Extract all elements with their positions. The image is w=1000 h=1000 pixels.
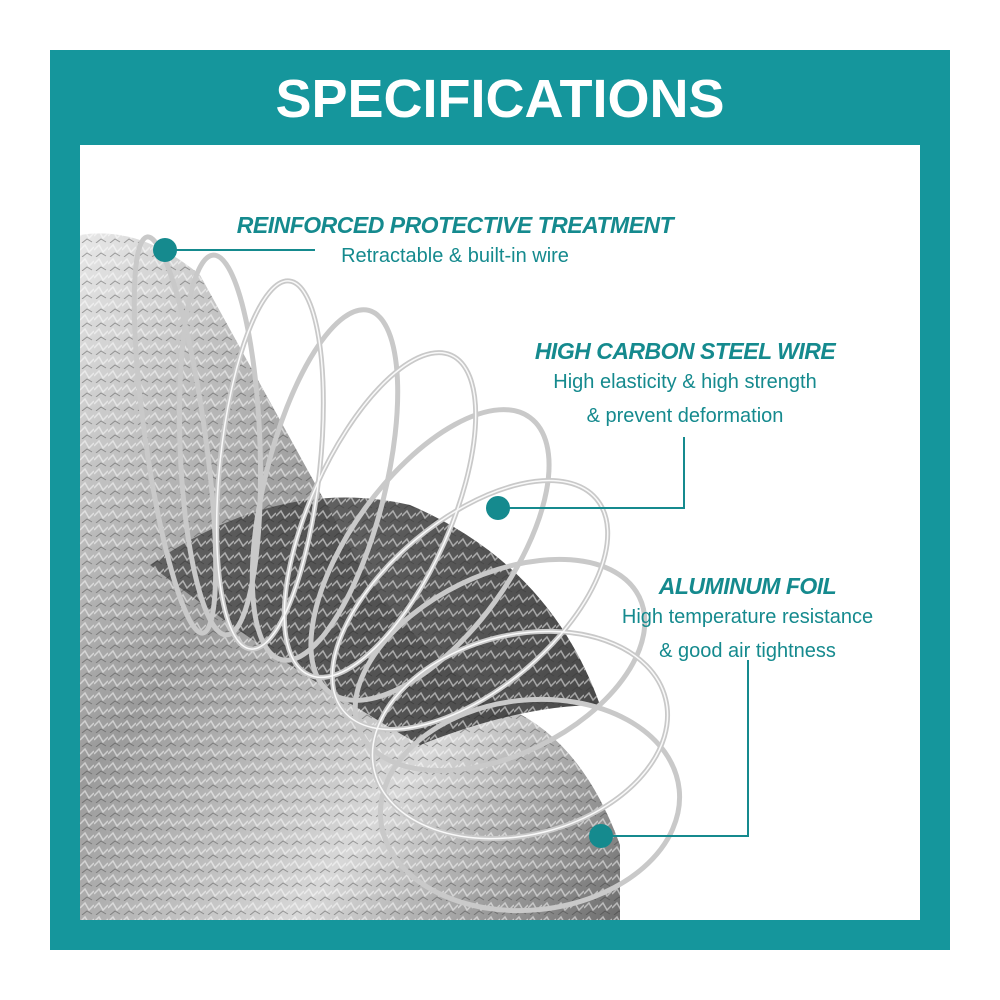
callout-leader-line — [165, 249, 315, 251]
callout-heading: HIGH CARBON STEEL WIRE — [534, 338, 836, 364]
flexible-duct-hose-image — [80, 233, 683, 920]
callout-leader-line — [498, 507, 685, 509]
callout-marker-dot — [153, 238, 177, 262]
callout-heading: ALUMINUM FOIL — [658, 573, 837, 599]
callout-leader-line — [747, 660, 749, 837]
callout-description: Retractable & built-in wire — [341, 245, 569, 267]
callout-description: High elasticity & high strength — [553, 371, 817, 393]
callout-steel-wire: HIGH CARBON STEEL WIRE High elasticity &… — [500, 338, 870, 433]
callout-leader-line — [601, 835, 749, 837]
callout-marker-dot — [486, 496, 510, 520]
callout-heading: REINFORCED PROTECTIVE TREATMENT — [236, 212, 674, 238]
callout-reinforced-treatment: REINFORCED PROTECTIVE TREATMENT Retracta… — [210, 212, 700, 273]
callout-description: & prevent deformation — [586, 405, 784, 427]
callout-aluminum-foil: ALUMINUM FOIL High temperature resistanc… — [590, 573, 905, 668]
page-title: SPECIFICATIONS — [275, 69, 725, 129]
callout-leader-line — [683, 437, 685, 509]
callout-description: High temperature resistance — [621, 606, 874, 628]
callout-description: & good air tightness — [659, 640, 836, 662]
callout-marker-dot — [589, 824, 613, 848]
product-panel — [80, 145, 920, 920]
